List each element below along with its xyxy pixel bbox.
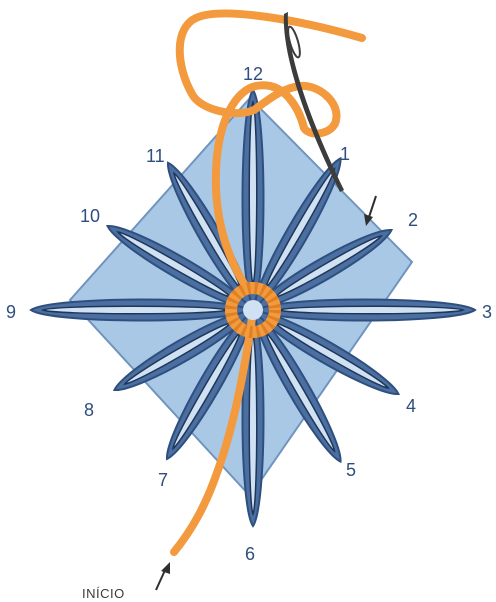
petal-3 [259, 300, 475, 321]
label-8: 8 [84, 400, 94, 420]
label-10: 10 [80, 206, 100, 226]
arrow-start-icon [156, 562, 170, 590]
label-6: 6 [245, 544, 255, 564]
label-2: 2 [408, 210, 418, 230]
petal-12 [243, 90, 264, 304]
label-12: 12 [243, 64, 263, 84]
start-label: INÍCIO [82, 586, 125, 601]
label-5: 5 [346, 460, 356, 480]
label-1: 1 [340, 144, 350, 164]
label-9: 9 [6, 302, 16, 322]
label-11: 11 [146, 146, 165, 166]
label-3: 3 [482, 302, 492, 322]
label-4: 4 [406, 396, 416, 416]
petal-9 [31, 300, 247, 321]
label-7: 7 [158, 470, 168, 490]
